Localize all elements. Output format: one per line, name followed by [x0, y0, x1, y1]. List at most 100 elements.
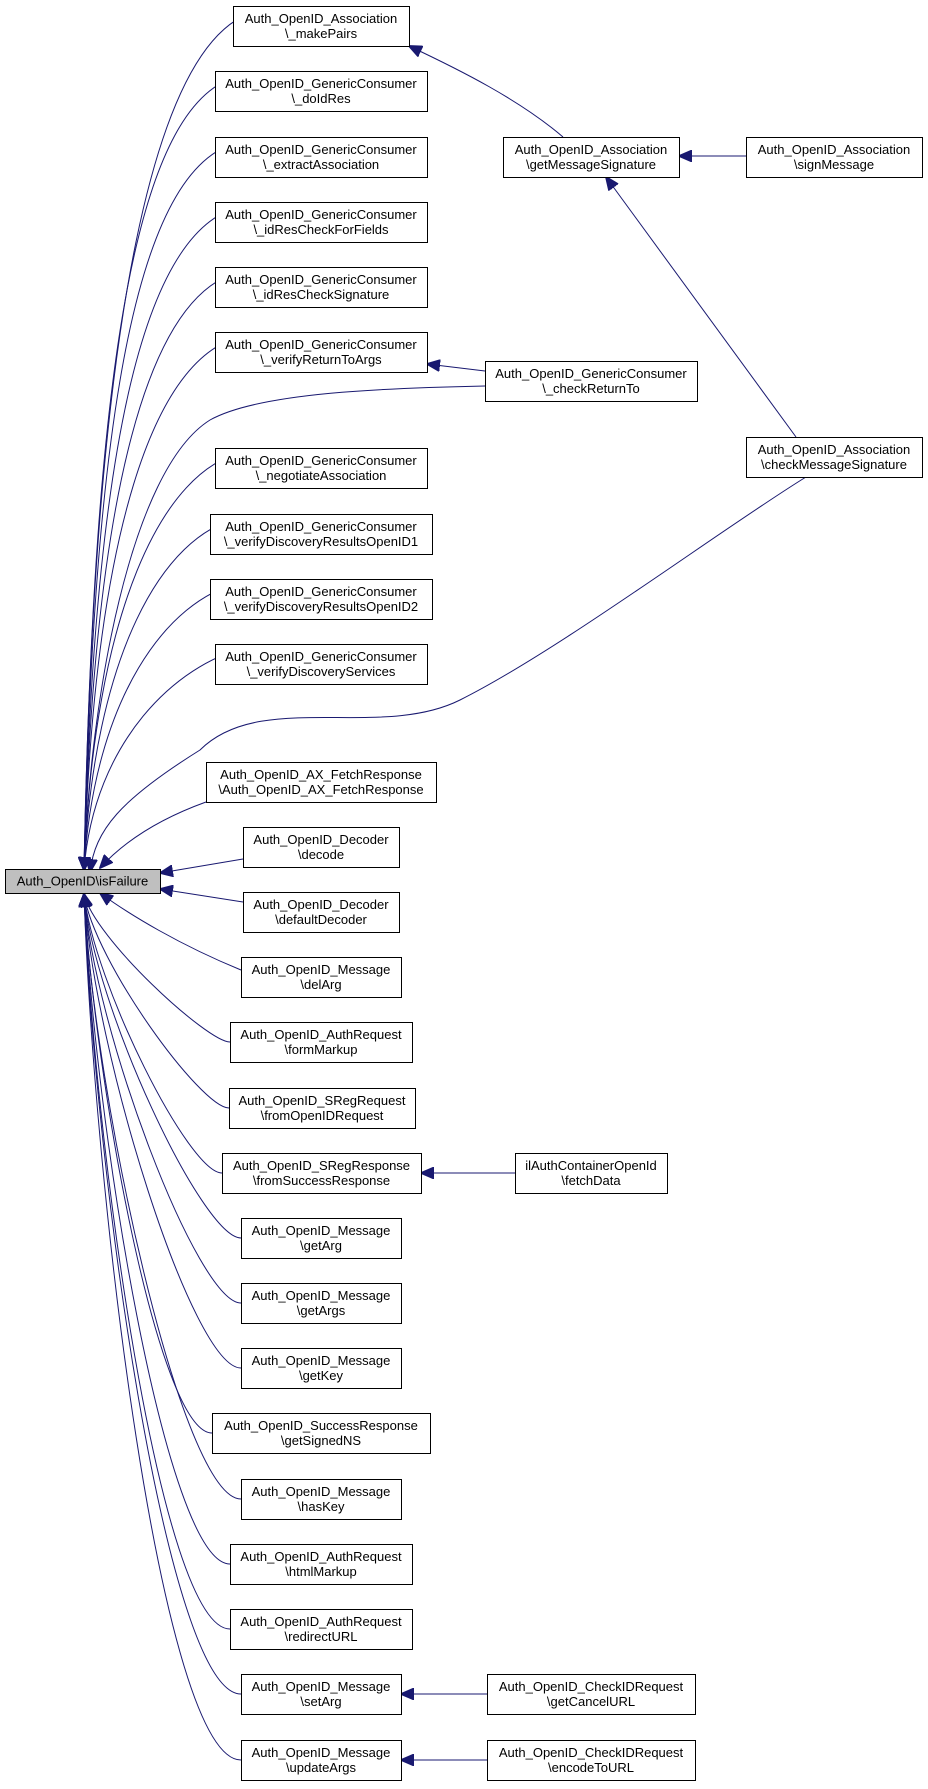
- node-label-line: Auth_OpenID_CheckIDRequest: [499, 1745, 684, 1760]
- node-box: [515, 1153, 668, 1194]
- edge-gc_negotiateAssociation-to-root: [84, 451, 246, 870]
- node-gc-negotiateassociation[interactable]: Auth_OpenID_GenericConsumer\_negotiateAs…: [215, 448, 428, 489]
- node-ar-htmlmarkup[interactable]: Auth_OpenID_AuthRequest\htmlMarkup: [230, 1544, 413, 1585]
- node-box: [229, 1088, 416, 1129]
- edge-ar_htmlMarkup-to-root: [84, 894, 231, 1565]
- node-label-line: \getArg: [300, 1238, 342, 1253]
- edge-gc_checkReturnTo-to-root: [84, 385, 486, 870]
- node-gc-verifydiscoveryservices[interactable]: Auth_OpenID_GenericConsumer\_verifyDisco…: [215, 644, 428, 685]
- nodes: Auth_OpenID\isFailure Auth_OpenID_Associa…: [5, 6, 923, 1781]
- node-dec-decode[interactable]: Auth_OpenID_Decoder\decode: [243, 827, 400, 868]
- node-gc-vdropenid1[interactable]: Auth_OpenID_GenericConsumer\_verifyDisco…: [210, 514, 433, 555]
- node-dec-defaultdecoder[interactable]: Auth_OpenID_Decoder\defaultDecoder: [243, 892, 400, 933]
- node-box: [241, 1218, 402, 1259]
- node-ax-fetchresponse[interactable]: Auth_OpenID_AX_FetchResponse\Auth_OpenID…: [206, 762, 437, 803]
- node-label-line: Auth_OpenID\isFailure: [17, 874, 149, 889]
- node-box: [241, 1479, 402, 1520]
- node-label-line: Auth_OpenID_GenericConsumer: [495, 366, 687, 381]
- node-label-line: Auth_OpenID_Message: [252, 1353, 391, 1368]
- node-label-line: Auth_OpenID_Association: [245, 11, 397, 26]
- node-msg-getargs[interactable]: Auth_OpenID_Message\getArgs: [241, 1283, 402, 1324]
- node-label-line: Auth_OpenID_Decoder: [253, 832, 389, 847]
- node-label-line: \_makePairs: [285, 26, 358, 41]
- node-label-line: Auth_OpenID_SRegResponse: [233, 1158, 410, 1173]
- node-gc-verifyreturntoargs[interactable]: Auth_OpenID_GenericConsumer\_verifyRetur…: [215, 332, 428, 373]
- node-label-line: Auth_OpenID_Association: [758, 142, 910, 157]
- node-root[interactable]: Auth_OpenID\isFailure: [5, 869, 161, 894]
- node-msg-haskey[interactable]: Auth_OpenID_Message\hasKey: [241, 1479, 402, 1520]
- node-box: [746, 137, 923, 178]
- node-gc-vdropenid2[interactable]: Auth_OpenID_GenericConsumer\_verifyDisco…: [210, 579, 433, 620]
- edge-sresp_fromSuccessResponse-to-root: [84, 894, 223, 1174]
- node-box: [230, 1609, 413, 1650]
- node-label-line: \formMarkup: [285, 1042, 358, 1057]
- node-box: [5, 869, 161, 894]
- node-gc-checkreturnto[interactable]: Auth_OpenID_GenericConsumer\_checkReturn…: [485, 361, 698, 402]
- node-box: [241, 957, 402, 998]
- node-ar-redirecturl[interactable]: Auth_OpenID_AuthRequest\redirectURL: [230, 1609, 413, 1650]
- node-label-line: \_verifyReturnToArgs: [260, 352, 382, 367]
- node-box: [243, 827, 400, 868]
- edge-a_checkMessageSignature-to-root: [90, 476, 807, 872]
- node-box: [230, 1544, 413, 1585]
- node-box: [243, 892, 400, 933]
- node-label-line: Auth_OpenID_CheckIDRequest: [499, 1679, 684, 1694]
- edge-sreg_fromOpenIDRequest-to-root: [84, 894, 230, 1109]
- node-sreg-fromopenidrequest[interactable]: Auth_OpenID_SRegRequest\fromOpenIDReques…: [229, 1088, 416, 1129]
- node-label-line: \_verifyDiscoveryServices: [247, 664, 396, 679]
- node-msg-getkey[interactable]: Auth_OpenID_Message\getKey: [241, 1348, 402, 1389]
- edges: [84, 9, 807, 1760]
- edge-ar_formMarkup-to-root: [84, 894, 231, 1043]
- node-label-line: \_extractAssociation: [263, 157, 379, 172]
- node-label-line: \getCancelURL: [547, 1694, 635, 1709]
- node-label-line: \Auth_OpenID_AX_FetchResponse: [218, 782, 423, 797]
- node-gc-extractassociation[interactable]: Auth_OpenID_GenericConsumer\_extractAsso…: [215, 137, 428, 178]
- node-msg-setarg[interactable]: Auth_OpenID_Message\setArg: [241, 1674, 402, 1715]
- node-a-checkmessagesignature[interactable]: Auth_OpenID_Association\checkMessageSign…: [746, 437, 923, 478]
- node-sresp-fromsuccessresponse[interactable]: Auth_OpenID_SRegResponse\fromSuccessResp…: [222, 1153, 422, 1194]
- node-label-line: Auth_OpenID_SuccessResponse: [224, 1418, 418, 1433]
- node-box: [215, 332, 428, 373]
- node-msg-updateargs[interactable]: Auth_OpenID_Message\updateArgs: [241, 1740, 402, 1781]
- node-gc-doidres[interactable]: Auth_OpenID_GenericConsumer\_doIdRes: [215, 71, 428, 112]
- node-label-line: \_idResCheckForFields: [253, 222, 389, 237]
- node-label-line: \fetchData: [561, 1173, 621, 1188]
- node-sr-getsignedns[interactable]: Auth_OpenID_SuccessResponse\getSignedNS: [212, 1413, 431, 1454]
- node-box: [215, 267, 428, 308]
- node-label-line: \_doIdRes: [291, 91, 351, 106]
- node-msg-getarg[interactable]: Auth_OpenID_Message\getArg: [241, 1218, 402, 1259]
- node-label-line: \setArg: [300, 1694, 341, 1709]
- node-msg-delarg[interactable]: Auth_OpenID_Message\delArg: [241, 957, 402, 998]
- node-label-line: \_verifyDiscoveryResultsOpenID1: [224, 534, 418, 549]
- node-label-line: \htmlMarkup: [285, 1564, 357, 1579]
- node-label-line: Auth_OpenID_GenericConsumer: [225, 519, 417, 534]
- node-label-line: \defaultDecoder: [275, 912, 367, 927]
- node-ar-formmarkup[interactable]: Auth_OpenID_AuthRequest\formMarkup: [230, 1022, 413, 1063]
- node-cid-encodetourl[interactable]: Auth_OpenID_CheckIDRequest\encodeToURL: [487, 1740, 696, 1781]
- node-gc-idrescheckforfields[interactable]: Auth_OpenID_GenericConsumer\_idResCheckF…: [215, 202, 428, 243]
- edge-msg_getArgs-to-root: [84, 894, 242, 1304]
- edge-gc_idResCheckForFields-to-root: [84, 205, 246, 870]
- node-label-line: Auth_OpenID_GenericConsumer: [225, 453, 417, 468]
- node-label-line: \hasKey: [298, 1499, 345, 1514]
- node-label-line: Auth_OpenID_GenericConsumer: [225, 207, 417, 222]
- edge-ax_fetchResponse-to-root: [100, 801, 207, 868]
- node-label-line: \redirectURL: [285, 1629, 358, 1644]
- edge-msg_getArg-to-root: [84, 894, 242, 1239]
- node-label-line: \fromSuccessResponse: [253, 1173, 390, 1188]
- node-gc-idreschecksignature[interactable]: Auth_OpenID_GenericConsumer\_idResCheckS…: [215, 267, 428, 308]
- edge-msg_delArg-to-root: [100, 893, 242, 971]
- node-box: [241, 1348, 402, 1389]
- node-a-getmessagesignature[interactable]: Auth_OpenID_Association\getMessageSignat…: [503, 137, 680, 178]
- node-box: [222, 1153, 422, 1194]
- node-a-signmessage[interactable]: Auth_OpenID_Association\signMessage: [746, 137, 923, 178]
- edge-gc_extractAssociation-to-root: [84, 140, 246, 870]
- edge-gc_checkReturnTo-to-gc_verifyReturnToArgs: [427, 364, 486, 371]
- edge-gc_idResCheckSignature-to-root: [84, 270, 246, 870]
- node-il-fetchdata[interactable]: ilAuthContainerOpenId\fetchData: [515, 1153, 668, 1194]
- node-cid-getcancelurl[interactable]: Auth_OpenID_CheckIDRequest\getCancelURL: [487, 1674, 696, 1715]
- node-box: [230, 1022, 413, 1063]
- node-a-makepairs[interactable]: Auth_OpenID_Association\_makePairs: [233, 6, 410, 47]
- edge-msg_hasKey-to-root: [84, 894, 242, 1500]
